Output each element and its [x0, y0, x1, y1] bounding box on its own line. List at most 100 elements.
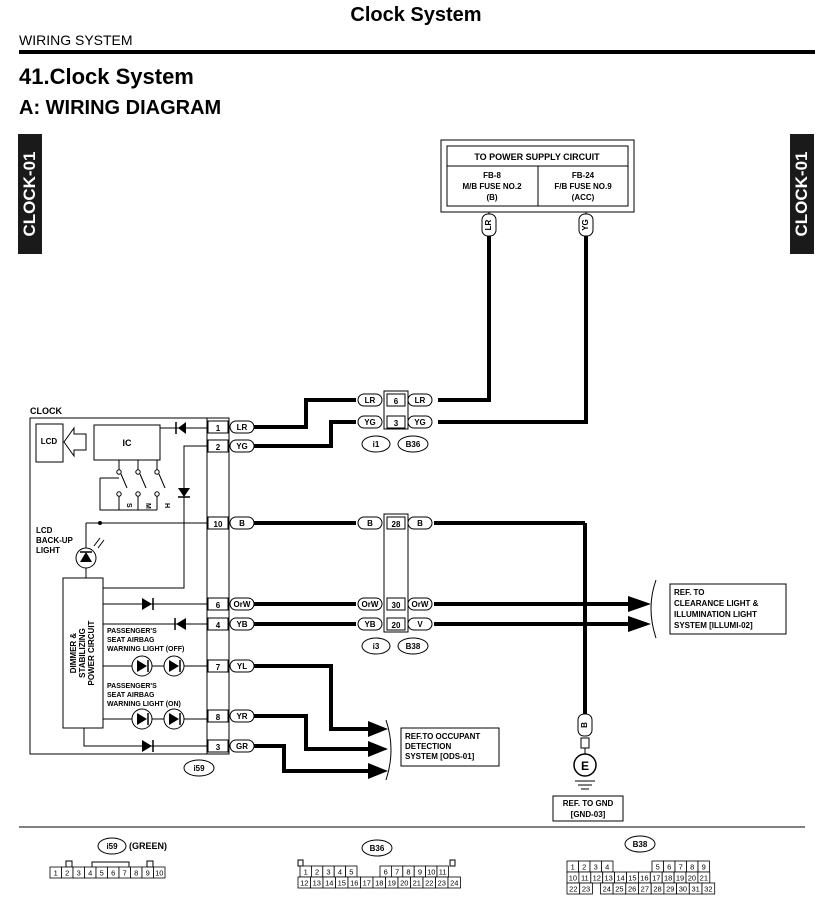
joint-connector-top: 6 3 LR YG LR YG i1 B36 — [357, 390, 433, 453]
b36-pin-number: 15 — [338, 879, 346, 888]
i59-pin-number: 3 — [77, 869, 81, 878]
b38-pin-number: 30 — [679, 885, 687, 894]
face-b38-label: B38 — [633, 840, 648, 849]
i59-pin-7: 7 — [216, 663, 221, 672]
b38-pin-number: 21 — [700, 874, 708, 883]
wire-tag-label: YG — [414, 418, 426, 427]
tab-right: CLOCK-01 — [790, 134, 814, 254]
b38-pin-number: 8 — [690, 863, 694, 872]
i59-pin-1: 1 — [216, 424, 221, 433]
dimmer-line-1: DIMMER & — [69, 633, 78, 674]
ref-clearance-line-3: ILLUMINATION LIGHT — [674, 610, 757, 619]
b36-pin-number: 13 — [313, 879, 321, 888]
b38-pin-cell — [579, 882, 593, 895]
b38-pin-number: 2 — [582, 863, 586, 872]
b38-pin-number: 22 — [569, 885, 577, 894]
power-box-title: TO POWER SUPPLY CIRCUIT — [474, 152, 600, 162]
b38-pin-number: 32 — [704, 885, 712, 894]
wire-tag-label: B — [417, 519, 423, 528]
b38-pin-number: 27 — [641, 885, 649, 894]
wire-tag-label: LR — [237, 423, 248, 432]
b36-pin-number: 20 — [400, 879, 408, 888]
b38-pin-number: 23 — [582, 885, 590, 894]
b38-pin-number: 17 — [652, 874, 660, 883]
b38-pin-number: 19 — [676, 874, 684, 883]
ground-symbol: E — [581, 759, 589, 773]
b36-pin-number: 17 — [363, 879, 371, 888]
b38-pin-number: 25 — [615, 885, 623, 894]
joint-bottom-pin: 30 — [392, 601, 401, 610]
i59-pin-number: 6 — [111, 869, 115, 878]
page-title: Clock System — [350, 4, 482, 26]
connector-label-i3: i3 — [373, 642, 380, 651]
ref-clearance-line-1: REF. TO — [674, 588, 705, 597]
b38-pin-number: 16 — [640, 874, 648, 883]
ground-wire-tag: B — [580, 722, 589, 728]
b38-pin-number: 5 — [656, 863, 660, 872]
b38-pin-cell — [701, 882, 716, 895]
i59-pin-number: 7 — [123, 869, 127, 878]
diode-icon — [142, 598, 152, 610]
face-b36-label: B36 — [370, 844, 385, 853]
i59-pin-3: 3 — [216, 743, 221, 752]
ref-occupant-line-3: SYSTEM [ODS-01] — [405, 752, 475, 761]
wire-tag-label: GR — [236, 742, 248, 751]
wire-tag-yg-label: YG — [581, 219, 590, 231]
dimmer-line-3: POWER CIRCUIT — [87, 620, 96, 685]
fuse-left-line-2: M/B FUSE NO.2 — [462, 182, 522, 191]
joint-top-pin: 6 — [394, 397, 399, 406]
lcd-label: LCD — [41, 437, 58, 446]
wire-tag-label: OrW — [362, 600, 379, 609]
b36-pin-number: 24 — [450, 879, 458, 888]
subchapter-title: A: WIRING DIAGRAM — [19, 97, 222, 119]
airbag-off-line-3: WARNING LIGHT (OFF) — [107, 646, 184, 653]
diode-icon — [142, 740, 152, 752]
ref-clearance-box: REF. TO CLEARANCE LIGHT & ILLUMINATION L… — [650, 579, 787, 639]
wire-tag-yg — [578, 213, 594, 237]
b36-pin-number: 21 — [413, 879, 421, 888]
i59-pin-10: 10 — [214, 520, 223, 529]
i59-pin-number: 8 — [134, 869, 138, 878]
connector-label-b36: B36 — [406, 440, 421, 449]
i59-pin-number: 1 — [54, 869, 58, 878]
header-rule — [19, 50, 815, 54]
b38-pin-number: 29 — [666, 885, 674, 894]
ic-box — [93, 424, 161, 461]
fuse-left-line-1: FB-8 — [483, 171, 501, 180]
arrow-icon — [628, 616, 651, 632]
wire-tag-label: YB — [236, 620, 247, 629]
section-label: WIRING SYSTEM — [19, 32, 133, 48]
b36-pin-number: 11 — [439, 868, 447, 877]
fuse-right-line-3: (ACC) — [572, 193, 595, 202]
b38-pin-number: 15 — [628, 874, 636, 883]
i59-pin-4: 4 — [216, 621, 221, 630]
ground-ref-line-1: REF. TO GND — [563, 799, 614, 808]
clock-module: CLOCK LCD IC S M H LCD — [29, 406, 230, 755]
b38-pin-number: 14 — [616, 874, 624, 883]
connector-label-i1: i1 — [373, 440, 380, 449]
feed-wires: LR YG — [438, 212, 594, 424]
b36-pin-number: 10 — [427, 868, 435, 877]
b36-pin-number: 5 — [349, 868, 353, 877]
ref-occupant-line-2: DETECTION — [405, 742, 451, 751]
arrow-icon — [368, 721, 388, 737]
diode-icon — [176, 618, 186, 630]
b38-pin-number: 26 — [628, 885, 636, 894]
arrow-icon — [628, 596, 651, 612]
b38-pin-number: 4 — [605, 863, 609, 872]
b36-pin-number: 12 — [300, 879, 308, 888]
joint-connector-bottom: 28 30 20 B OrW YB B OrW V i3 B38 — [357, 513, 433, 655]
b36-pin-number: 23 — [438, 879, 446, 888]
tab-left: CLOCK-01 — [18, 134, 42, 254]
lcd-box — [35, 423, 64, 463]
ref-clearance-line-4: SYSTEM [ILLUMI-02] — [674, 621, 753, 630]
connector-label-b38: B38 — [406, 642, 421, 651]
face-i59-label: i59 — [106, 842, 118, 851]
b36-pin-number: 1 — [304, 868, 308, 877]
i59-pin-number: 5 — [100, 869, 104, 878]
diode-icon — [178, 488, 190, 497]
b38-pin-number: 7 — [679, 863, 683, 872]
b38-pin-number: 11 — [581, 874, 589, 883]
fuse-right-line-2: F/B FUSE NO.9 — [554, 182, 612, 191]
